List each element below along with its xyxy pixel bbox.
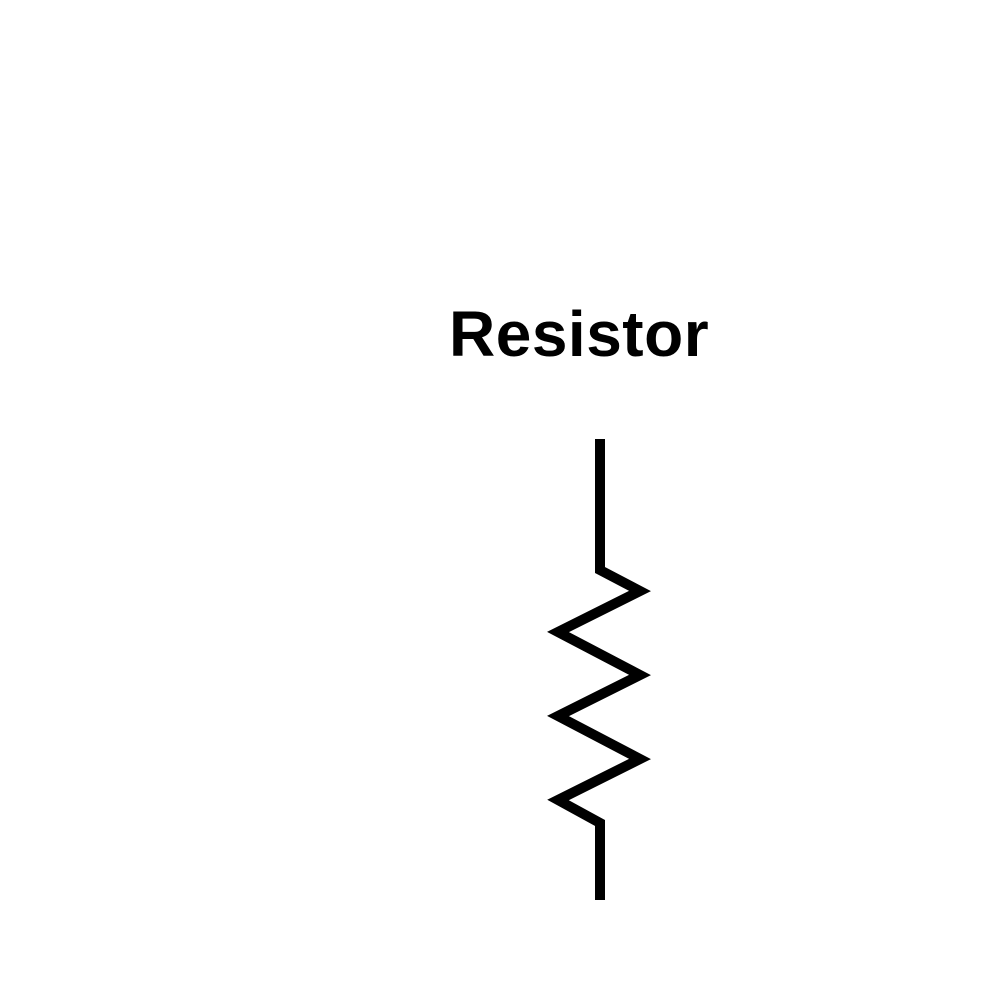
resistor-label: Resistor	[449, 298, 710, 370]
resistor-zigzag-wire	[547, 439, 651, 900]
